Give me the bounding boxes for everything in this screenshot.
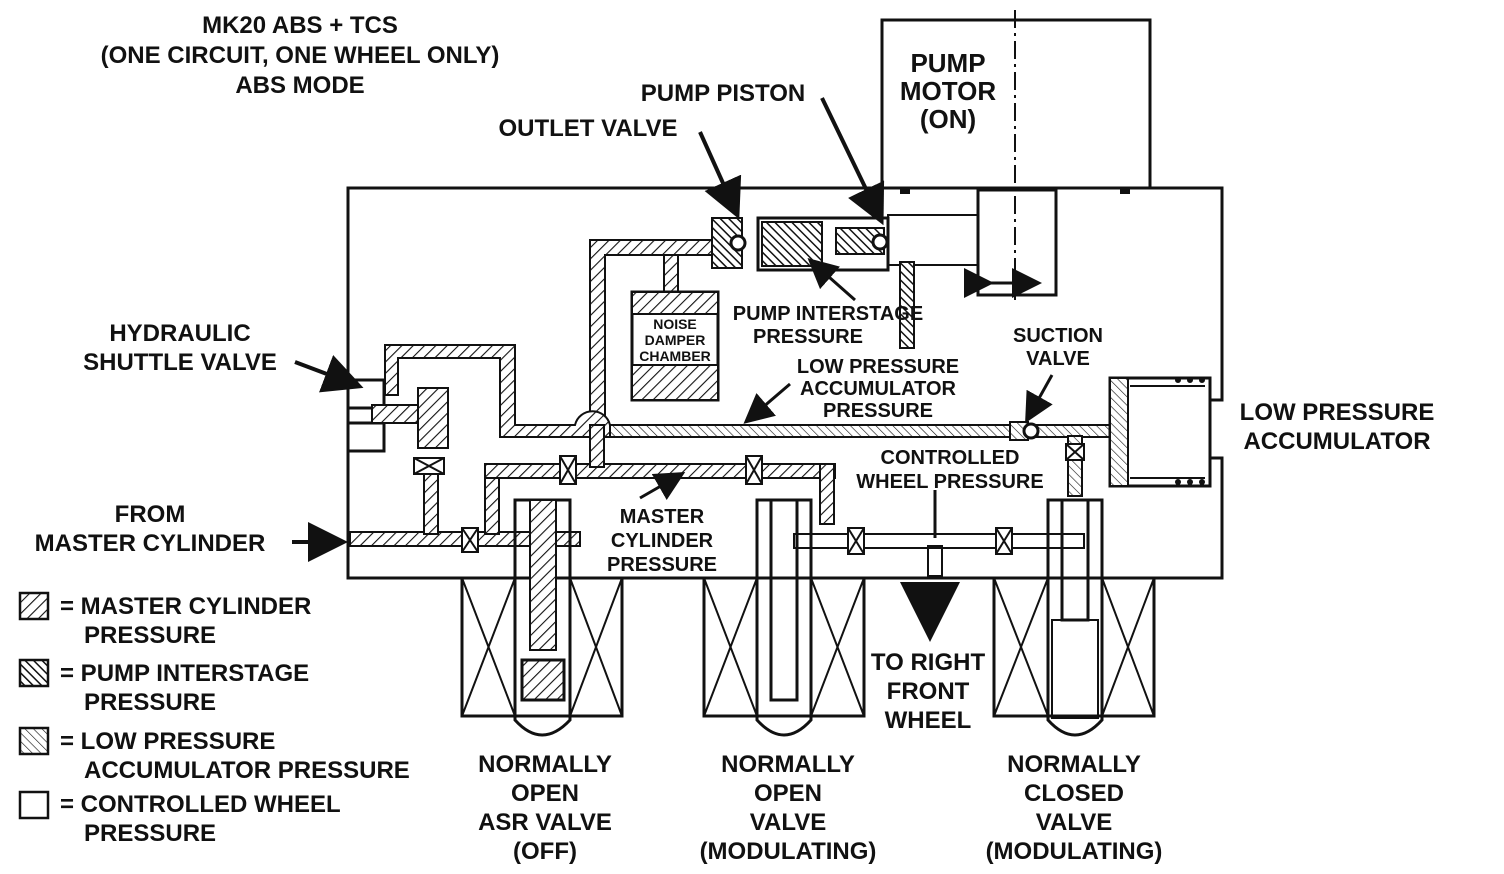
master-inlet-passage xyxy=(349,424,836,553)
pump-motor-label-1: PUMP xyxy=(910,48,985,78)
valve-closed-label-3: VALVE xyxy=(1036,809,1112,836)
pump-motor: PUMP MOTOR (ON) xyxy=(880,10,1152,300)
valve-open-label-1: NORMALLY xyxy=(721,751,855,778)
master-cyl-pressure-label-2: CYLINDER xyxy=(611,530,714,552)
legend-item-pump: = PUMP INTERSTAGE PRESSURE xyxy=(18,658,309,716)
legend-item-master: = MASTER CYLINDER PRESSURE xyxy=(18,591,311,649)
low-pressure-accumulator xyxy=(1108,376,1212,488)
title-line-3: ABS MODE xyxy=(235,72,364,99)
valve-open-label-2: OPEN xyxy=(754,780,822,807)
valve-closed-label-4: (MODULATING) xyxy=(986,838,1163,865)
valve-closed-label-1: NORMALLY xyxy=(1007,751,1141,778)
lp-accumulator-label-1: LOW PRESSURE xyxy=(1240,399,1435,426)
lp-acc-pressure-label-2: ACCUMULATOR xyxy=(800,378,956,400)
controlled-wheel-passage xyxy=(793,435,1085,577)
to-right-front-label-2: FRONT xyxy=(887,678,970,705)
title-line-2: (ONE CIRCUIT, ONE WHEEL ONLY) xyxy=(101,42,500,69)
valve-normally-open xyxy=(702,498,866,737)
component-labels: PUMP PISTON OUTLET VALVE PUMP INTERSTAGE… xyxy=(35,80,1435,734)
title-line-1: MK20 ABS + TCS xyxy=(202,12,398,39)
legend-item-low: = LOW PRESSURE ACCUMULATOR PRESSURE xyxy=(18,726,410,784)
legend: = MASTER CYLINDER PRESSURE = PUMP INTERS… xyxy=(18,591,410,847)
legend-item-wheel: = CONTROLLED WHEEL PRESSURE xyxy=(18,790,341,847)
legend-pump-line-1: = PUMP INTERSTAGE xyxy=(60,660,309,687)
valve-asr-label-3: ASR VALVE xyxy=(478,809,612,836)
legend-swatch-master xyxy=(18,591,50,621)
legend-low-line-1: = LOW PRESSURE xyxy=(60,728,275,755)
controlled-wheel-label-2: WHEEL PRESSURE xyxy=(856,471,1043,493)
outlet-valve-label: OUTLET VALVE xyxy=(498,115,677,142)
valve-asr-label-4: (OFF) xyxy=(513,838,577,865)
pump-eccentric xyxy=(887,188,1130,298)
valve-captions: NORMALLY OPEN ASR VALVE (OFF) NORMALLY O… xyxy=(478,751,1162,865)
master-cyl-pressure-label-3: PRESSURE xyxy=(607,554,717,576)
leader-arrows xyxy=(292,97,1054,642)
noise-damper-label-2: DAMPER xyxy=(645,332,706,348)
pump-motor-label-3: (ON) xyxy=(920,104,976,134)
valve-asr-label-1: NORMALLY xyxy=(478,751,612,778)
from-master-label-1: FROM xyxy=(115,501,186,528)
lp-acc-pressure-label-3: PRESSURE xyxy=(823,400,933,422)
hydraulic-shuttle-valve xyxy=(346,378,449,475)
noise-damper-chamber: NOISE DAMPER CHAMBER xyxy=(630,290,720,402)
to-right-front-label-1: TO RIGHT xyxy=(871,649,986,676)
valve-open-label-3: VALVE xyxy=(750,809,826,836)
diagram-title: MK20 ABS + TCS (ONE CIRCUIT, ONE WHEEL O… xyxy=(101,12,500,99)
noise-damper-label-1: NOISE xyxy=(653,316,697,332)
legend-swatch-wheel xyxy=(18,790,50,820)
valve-normally-closed xyxy=(992,498,1156,737)
legend-wheel-line-2: PRESSURE xyxy=(84,820,216,847)
pump-piston-label: PUMP PISTON xyxy=(641,80,805,107)
legend-swatch-low xyxy=(18,726,50,756)
pump-motor-label-2: MOTOR xyxy=(900,76,997,106)
suction-valve xyxy=(1009,421,1040,441)
hydraulic-shuttle-label-2: SHUTTLE VALVE xyxy=(83,349,277,376)
suction-valve-label-2: VALVE xyxy=(1026,348,1090,370)
low-pressure-passage xyxy=(384,344,1112,438)
legend-wheel-line-1: = CONTROLLED WHEEL xyxy=(60,791,341,818)
lp-accumulator-label-2: ACCUMULATOR xyxy=(1243,428,1430,455)
from-master-label-2: MASTER CYLINDER xyxy=(35,530,266,557)
pump-interstage-label-1: PUMP INTERSTAGE xyxy=(733,303,923,325)
pump-piston-ball xyxy=(871,233,889,251)
legend-master-line-1: = MASTER CYLINDER xyxy=(60,593,311,620)
valve-open-label-4: (MODULATING) xyxy=(700,838,877,865)
to-right-front-label-3: WHEEL xyxy=(885,707,972,734)
valve-asr-label-2: OPEN xyxy=(511,780,579,807)
master-cyl-pressure-label-1: MASTER xyxy=(620,506,705,528)
valve-asr xyxy=(460,498,624,737)
pump-interstage-label-2: PRESSURE xyxy=(753,326,863,348)
legend-low-line-2: ACCUMULATOR PRESSURE xyxy=(84,757,410,784)
legend-swatch-pump xyxy=(18,658,50,688)
controlled-wheel-label-1: CONTROLLED xyxy=(881,447,1020,469)
outlet-valve xyxy=(711,217,747,269)
lp-acc-pressure-label-1: LOW PRESSURE xyxy=(797,356,959,378)
legend-pump-line-2: PRESSURE xyxy=(84,689,216,716)
valve-closed-label-2: CLOSED xyxy=(1024,780,1124,807)
legend-master-line-2: PRESSURE xyxy=(84,622,216,649)
noise-damper-label-3: CHAMBER xyxy=(639,348,711,364)
hydraulic-shuttle-label-1: HYDRAULIC xyxy=(109,320,250,347)
suction-valve-label-1: SUCTION xyxy=(1013,325,1103,347)
